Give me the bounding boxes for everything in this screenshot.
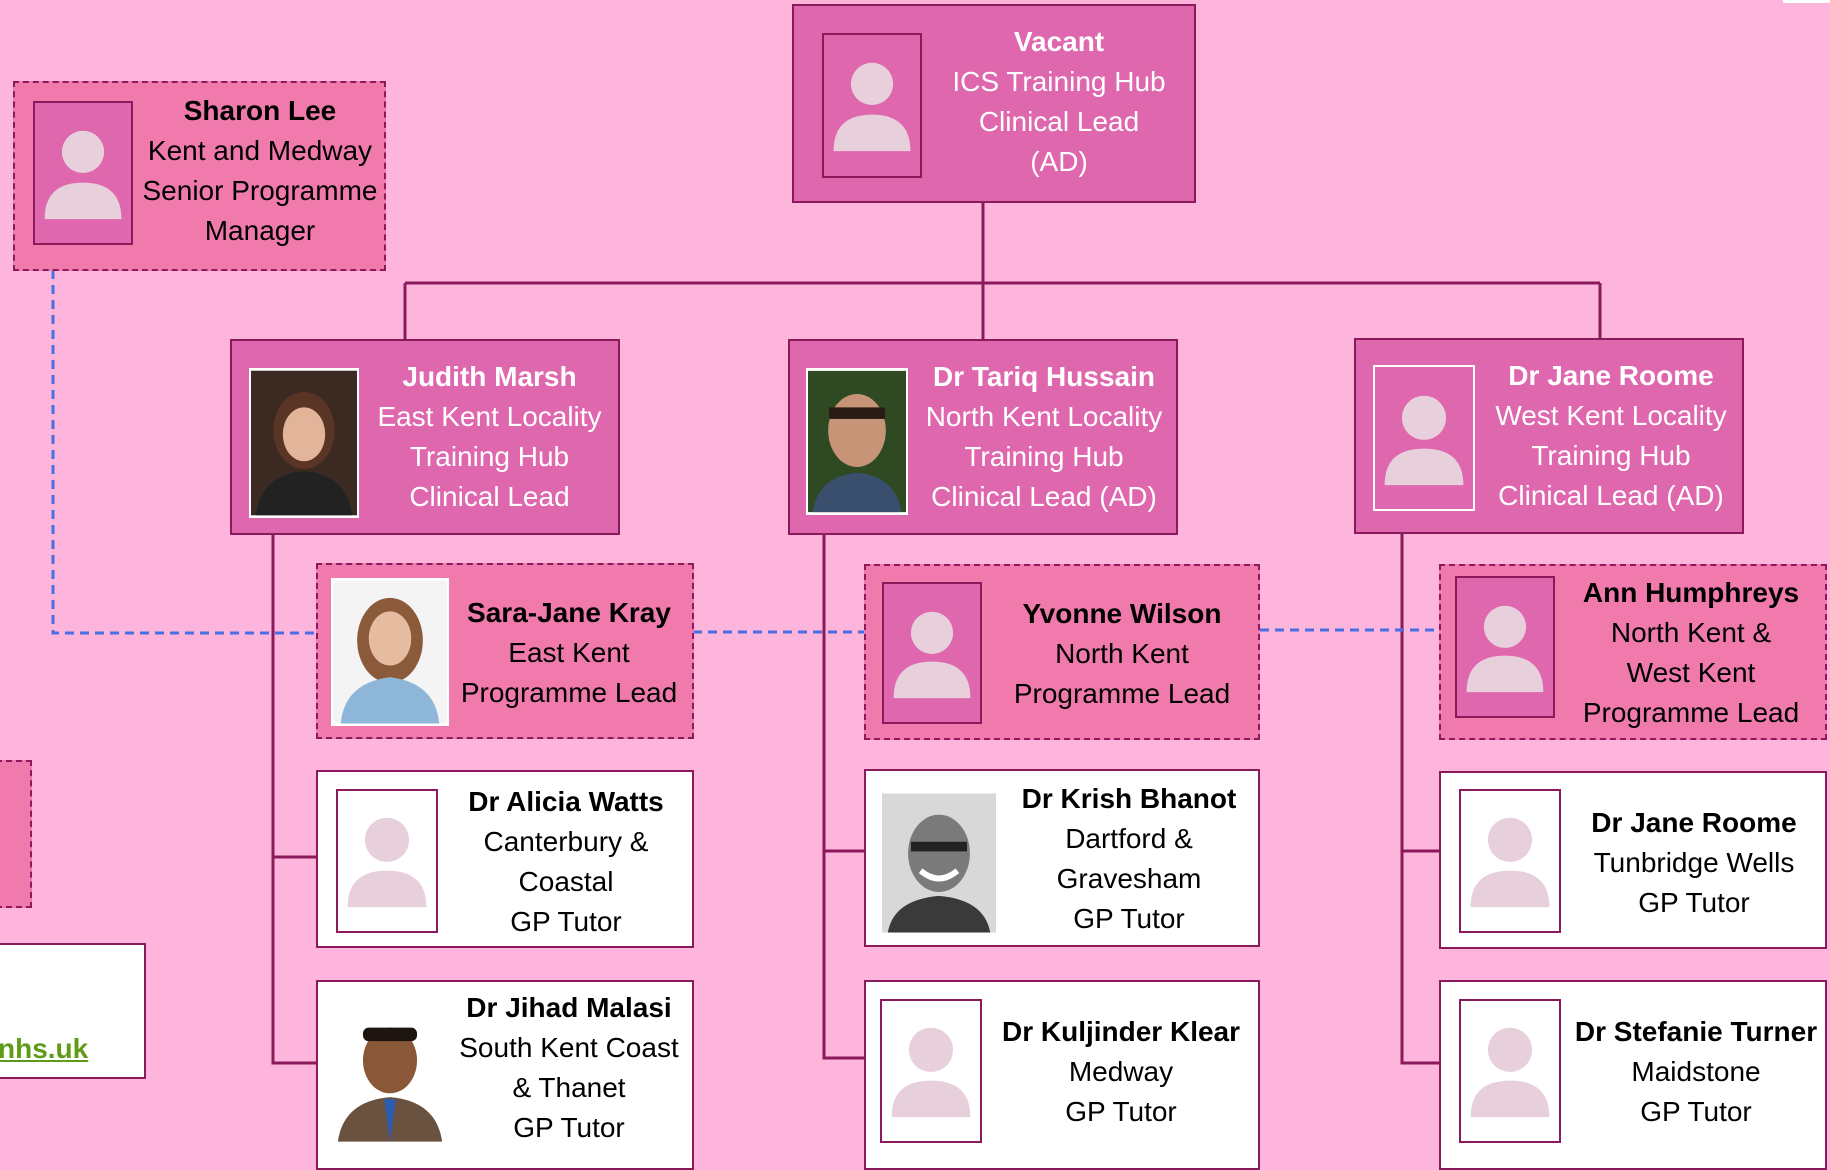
person-name: Dr Jihad Malasi	[466, 992, 672, 1023]
avatar	[1459, 789, 1561, 933]
role-line: Programme Lead	[1013, 678, 1231, 709]
person-name: Dr Stefanie Turner	[1574, 1016, 1818, 1047]
person-name: Ann Humphreys	[1582, 577, 1800, 608]
role-line: North Kent Locality	[925, 401, 1163, 432]
role-line: West Kent	[1626, 657, 1756, 688]
gp-tutor-box: Dr Stefanie Turner Maidstone GP Tutor	[1439, 980, 1827, 1170]
role-line: Training Hub	[964, 441, 1124, 472]
person-photo	[249, 368, 359, 518]
role-line: Coastal	[518, 866, 614, 897]
person-name: Yvonne Wilson	[1022, 598, 1222, 629]
locality-lead-text: Dr Jane Roome West Kent Locality Trainin…	[1480, 356, 1742, 516]
programme-lead-text: Sara-Jane Kray East Kent Programme Lead	[448, 593, 690, 713]
role-line: Clinical Lead	[978, 106, 1140, 137]
gp-tutor-box: Dr Alicia Watts Canterbury & Coastal GP …	[316, 770, 694, 948]
role-line: & Thanet	[512, 1072, 626, 1103]
role-line: GP Tutor	[1073, 903, 1185, 934]
person-name: Dr Jane Roome	[1508, 360, 1714, 391]
gp-tutor-box: Dr Jihad Malasi South Kent Coast & Thane…	[316, 980, 694, 1170]
person-photo	[806, 368, 908, 515]
top-lead-text: Vacant ICS Training Hub Clinical Lead (A…	[929, 22, 1189, 182]
role-line: West Kent Locality	[1495, 400, 1727, 431]
programme-lead-text: Ann Humphreys North Kent & West Kent Pro…	[1557, 573, 1825, 733]
senior-manager-text: Sharon Lee Kent and Medway Senior Progra…	[135, 91, 385, 251]
gp-tutor-text: Dr Jihad Malasi South Kent Coast & Thane…	[446, 988, 692, 1148]
gp-tutor-box: Dr Krish Bhanot Dartford & Gravesham GP …	[864, 769, 1260, 947]
gp-tutor-text: Dr Alicia Watts Canterbury & Coastal GP …	[442, 782, 690, 942]
role-line: Maidstone	[1631, 1056, 1761, 1087]
role-line: Programme Lead	[1582, 697, 1800, 728]
person-name: Judith Marsh	[402, 361, 577, 392]
person-name: Dr Alicia Watts	[468, 786, 664, 817]
role-line: GP Tutor	[513, 1112, 625, 1143]
role-line: North Kent &	[1610, 617, 1772, 648]
top-lead-box: Vacant ICS Training Hub Clinical Lead (A…	[792, 4, 1196, 203]
role-line: Clinical Lead (AD)	[1498, 480, 1724, 511]
contact-link[interactable]: nhs.uk	[0, 1033, 89, 1064]
role-line: GP Tutor	[1065, 1096, 1177, 1127]
role-line: East Kent Locality	[377, 401, 602, 432]
locality-lead-box: Dr Tariq Hussain North Kent Locality Tra…	[788, 339, 1178, 535]
person-photo	[332, 1004, 448, 1144]
role-line: Tunbridge Wells	[1593, 847, 1795, 878]
role-line: Senior Programme	[142, 175, 378, 206]
person-name: Sara-Jane Kray	[467, 597, 671, 628]
avatar	[336, 789, 438, 933]
role-line: Manager	[204, 215, 316, 246]
avatar	[880, 999, 982, 1143]
person-name: Dr Kuljinder Klear	[1001, 1016, 1241, 1047]
role-line: Dartford &	[1065, 823, 1193, 854]
partial-box	[0, 760, 32, 908]
role-line: North Kent	[1055, 638, 1189, 669]
gp-tutor-text: Dr Kuljinder Klear Medway GP Tutor	[986, 1012, 1256, 1132]
programme-lead-text: Yvonne Wilson North Kent Programme Lead	[986, 594, 1258, 714]
person-name: Sharon Lee	[183, 95, 337, 126]
gp-tutor-text: Dr Krish Bhanot Dartford & Gravesham GP …	[1002, 779, 1256, 939]
person-photo	[880, 791, 998, 935]
avatar	[33, 101, 133, 245]
locality-lead-text: Judith Marsh East Kent Locality Training…	[362, 357, 617, 517]
role-line: GP Tutor	[510, 906, 622, 937]
avatar	[882, 582, 982, 724]
role-line: Gravesham	[1056, 863, 1202, 894]
avatar	[822, 33, 922, 178]
role-line: Clinical Lead (AD)	[931, 481, 1157, 512]
role-line: East Kent	[508, 637, 630, 668]
avatar	[1459, 999, 1561, 1143]
role-line: Training Hub	[409, 441, 570, 472]
gp-tutor-text: Dr Jane Roome Tunbridge Wells GP Tutor	[1563, 803, 1825, 923]
programme-lead-box: Yvonne Wilson North Kent Programme Lead	[864, 564, 1260, 740]
contact-box: nhs.uk	[0, 943, 146, 1079]
role-line: Programme Lead	[460, 677, 678, 708]
role-line: ICS Training Hub	[952, 66, 1166, 97]
person-name: Dr Tariq Hussain	[933, 361, 1155, 392]
role-line: (AD)	[1030, 146, 1088, 177]
avatar	[1455, 576, 1555, 718]
locality-lead-box: Judith Marsh East Kent Locality Training…	[230, 339, 620, 535]
programme-lead-box: Ann Humphreys North Kent & West Kent Pro…	[1439, 564, 1827, 740]
senior-manager-box: Sharon Lee Kent and Medway Senior Progra…	[13, 81, 386, 271]
role-line: South Kent Coast	[459, 1032, 679, 1063]
locality-lead-text: Dr Tariq Hussain North Kent Locality Tra…	[914, 357, 1174, 517]
gp-tutor-box: Dr Jane Roome Tunbridge Wells GP Tutor	[1439, 771, 1827, 949]
programme-lead-box: Sara-Jane Kray East Kent Programme Lead	[316, 563, 694, 739]
gp-tutor-text: Dr Stefanie Turner Maidstone GP Tutor	[1565, 1012, 1827, 1132]
person-photo	[331, 578, 449, 726]
locality-lead-box: Dr Jane Roome West Kent Locality Trainin…	[1354, 338, 1744, 534]
gp-tutor-box: Dr Kuljinder Klear Medway GP Tutor	[864, 980, 1260, 1170]
person-name: Dr Krish Bhanot	[1021, 783, 1237, 814]
person-name: Vacant	[1013, 26, 1105, 57]
avatar	[1373, 365, 1475, 511]
role-line: Training Hub	[1531, 440, 1691, 471]
role-line: GP Tutor	[1638, 887, 1750, 918]
person-name: Dr Jane Roome	[1591, 807, 1797, 838]
role-line: Kent and Medway	[147, 135, 373, 166]
role-line: Medway	[1068, 1056, 1174, 1087]
role-line: GP Tutor	[1640, 1096, 1752, 1127]
role-line: Clinical Lead	[409, 481, 570, 512]
role-line: Canterbury &	[483, 826, 649, 857]
corner-box	[1783, 0, 1830, 3]
